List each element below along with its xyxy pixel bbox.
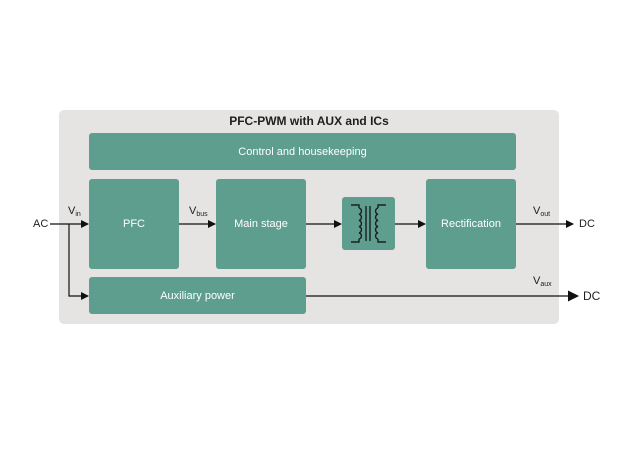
ac-input-label: AC bbox=[33, 218, 49, 230]
pfc-label: PFC bbox=[123, 218, 145, 230]
auxiliary-power-label: Auxiliary power bbox=[160, 289, 235, 302]
v-out-label: Vout bbox=[533, 205, 551, 218]
auxiliary-power-block: Auxiliary power bbox=[89, 277, 306, 314]
rectification-block: Rectification bbox=[426, 179, 516, 269]
control-housekeeping-label: Control and housekeeping bbox=[238, 145, 367, 158]
dc-aux-label: DC bbox=[583, 289, 601, 303]
main-stage-label: Main stage bbox=[234, 218, 288, 230]
v-in-label: Vin bbox=[68, 205, 81, 218]
dc-output-label: DC bbox=[579, 218, 595, 230]
pfc-block: PFC bbox=[89, 179, 179, 269]
transformer-icon bbox=[351, 204, 386, 243]
diagram-title: PFC-PWM with AUX and ICs bbox=[229, 114, 389, 128]
main-stage-block: Main stage bbox=[216, 179, 306, 269]
rectification-label: Rectification bbox=[441, 218, 501, 230]
control-housekeeping-block: Control and housekeeping bbox=[89, 133, 516, 170]
ac-to-aux-arrow bbox=[68, 224, 89, 300]
v-aux-label: Vaux bbox=[533, 275, 552, 288]
transformer-block bbox=[342, 197, 395, 250]
v-bus-label: Vbus bbox=[189, 205, 208, 218]
